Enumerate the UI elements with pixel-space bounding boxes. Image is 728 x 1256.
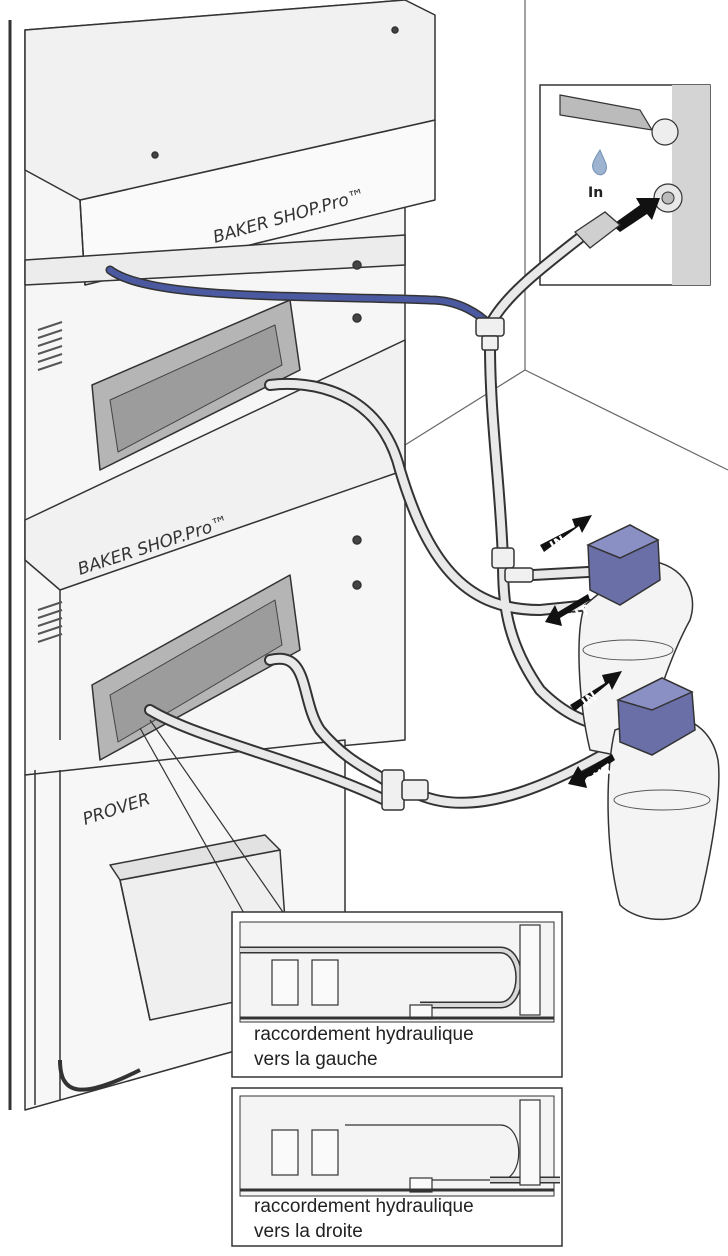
tee-fitting-top — [475, 317, 505, 351]
upper-oven-hood-top — [24, 0, 436, 201]
inlet-arrow-icon — [612, 198, 660, 232]
hose-connector — [574, 211, 622, 249]
detail-left-line2: vers la gauche — [254, 1049, 378, 1070]
arrow-in-bottom — [570, 671, 622, 711]
detail-leader-lines — [139, 719, 286, 916]
water-drop-icon — [592, 148, 607, 176]
arrow-in-top — [540, 515, 592, 552]
detail-panel-right — [231, 1087, 563, 1247]
detail-right-line1: raccordement hydraulique — [254, 1196, 474, 1217]
filter-top — [578, 524, 694, 761]
detail-right-line2: vers la droite — [254, 1221, 363, 1242]
arrow-out-top — [545, 594, 590, 626]
room-corner — [404, 0, 728, 471]
detail-panel-left — [231, 911, 563, 1078]
filter-bottom — [607, 677, 720, 921]
water-inlet-label: In — [588, 185, 603, 201]
filter-bottom-in-tag: IN — [579, 689, 600, 710]
upper-vent — [37, 321, 63, 371]
tee-fitting-bottom — [381, 769, 429, 811]
arrow-out-bottom — [568, 754, 615, 788]
lower-vent — [37, 601, 63, 643]
filter-top-in-tag: IN — [547, 533, 568, 554]
tee-fitting-middle — [491, 547, 534, 583]
detail-left-line1: raccordement hydraulique — [254, 1024, 474, 1045]
lower-oven-hood — [24, 339, 406, 591]
